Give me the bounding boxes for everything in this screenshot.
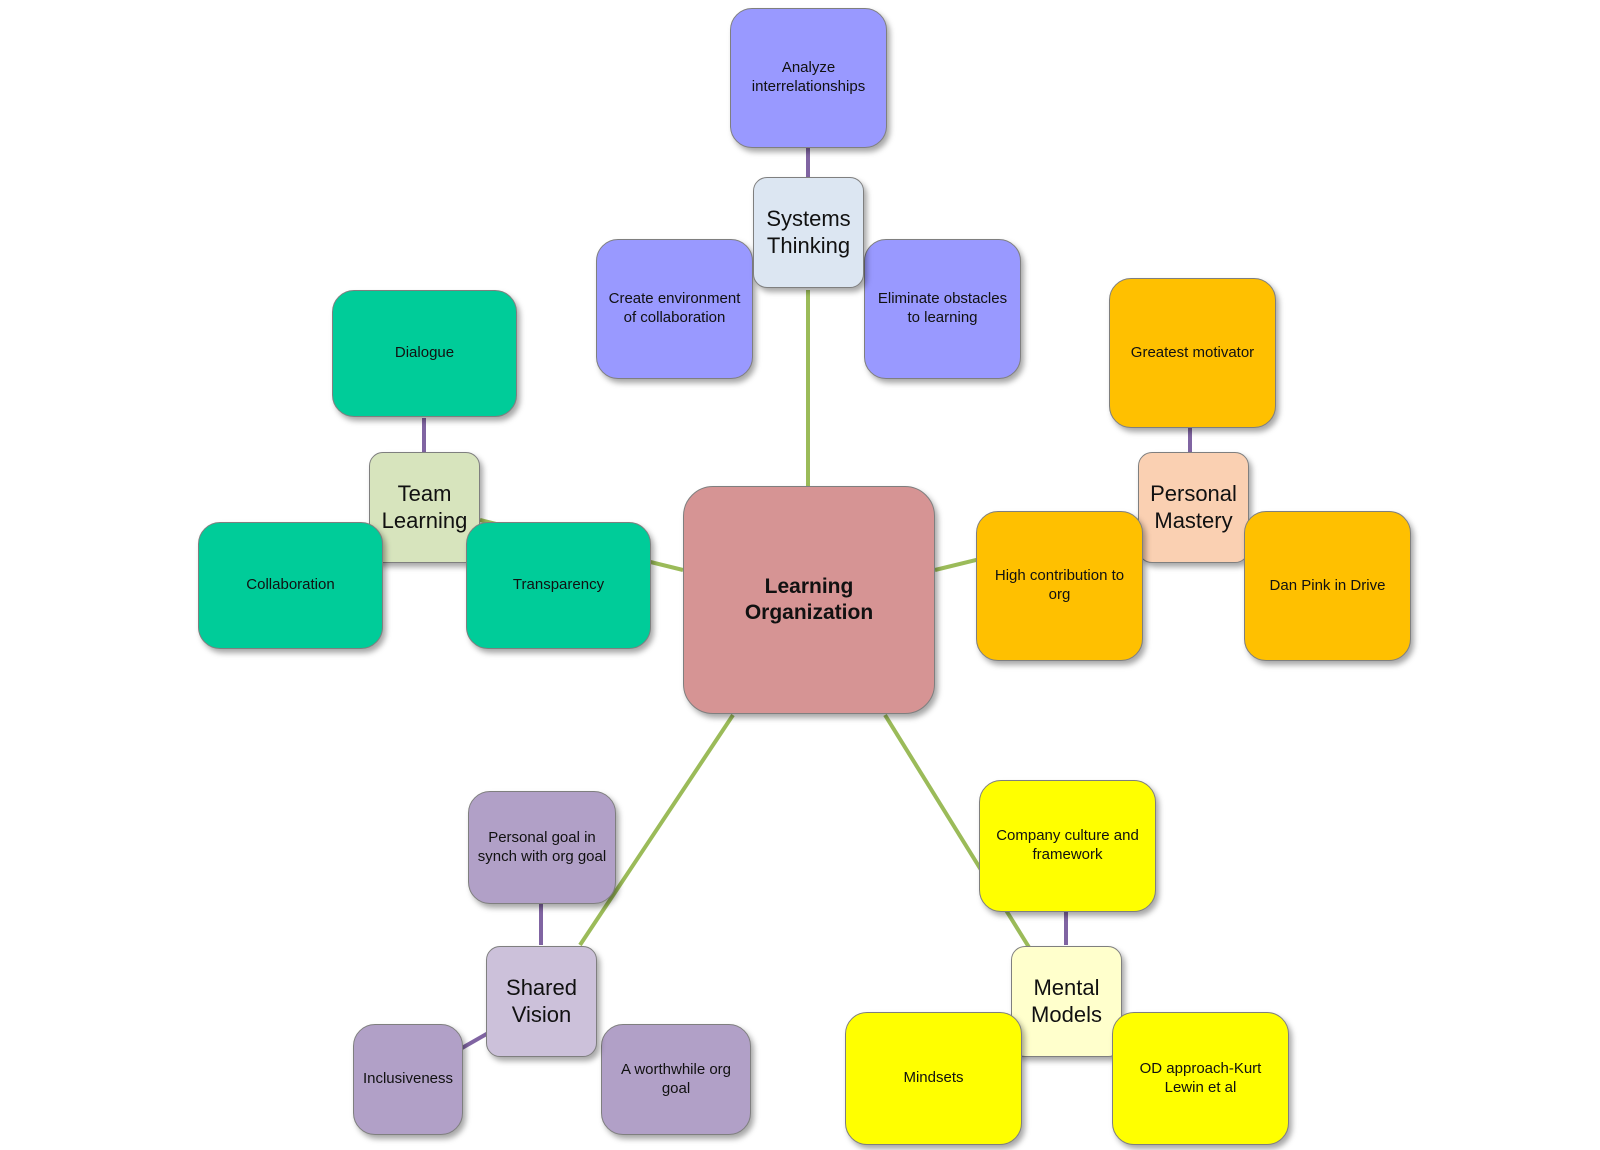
vision-leaf-top-label: Personal goal in synch with org goal bbox=[477, 828, 607, 865]
personal-leaf-left: High contribution to org bbox=[976, 511, 1143, 661]
link-center-mental bbox=[883, 713, 1042, 967]
systems-leaf-right-label: Eliminate obstacles to learning bbox=[877, 290, 1008, 326]
vision-leaf-top: Personal goal in synch with org goal bbox=[468, 791, 616, 904]
vision-leaf-right-label: A worthwhile org goal bbox=[620, 1060, 732, 1097]
mental-leaf-left-label: Mindsets bbox=[903, 1069, 964, 1087]
systems-leaf-left-label: Create environment of collaboration bbox=[608, 290, 741, 326]
mental-leaf-left: Mindsets bbox=[845, 1012, 1022, 1145]
team-leaf-right-label: Transparency bbox=[512, 576, 605, 594]
systems-leaf-right: Eliminate obstacles to learning bbox=[864, 239, 1021, 379]
personal-leaf-right-label: Dan Pink in Drive bbox=[1269, 576, 1386, 594]
vision-hub: Shared Vision bbox=[486, 946, 597, 1057]
link-center-vision bbox=[578, 713, 735, 947]
systems-hub: Systems Thinking bbox=[753, 177, 864, 288]
systems-leaf-left: Create environment of collaboration bbox=[596, 239, 753, 379]
personal-hub: Personal Mastery bbox=[1138, 452, 1249, 563]
team-leaf-left-label: Collaboration bbox=[246, 576, 335, 594]
mental-hub-label: Mental Models bbox=[1031, 975, 1102, 1027]
mental-leaf-right: OD approach-Kurt Lewin et al bbox=[1112, 1012, 1289, 1145]
link-vision-left bbox=[461, 1030, 491, 1050]
center-label: Learning Organization bbox=[744, 574, 874, 624]
personal-leaf-left-label: High contribution to org bbox=[994, 567, 1125, 603]
personal-leaf-top-label: Greatest motivator bbox=[1130, 343, 1255, 361]
vision-leaf-right: A worthwhile org goal bbox=[601, 1024, 751, 1135]
vision-leaf-left-label: Inclusiveness bbox=[362, 1070, 454, 1088]
systems-hub-label: Systems Thinking bbox=[766, 206, 851, 258]
team-leaf-top-label: Dialogue bbox=[394, 344, 455, 362]
team-leaf-left: Collaboration bbox=[198, 522, 383, 649]
personal-leaf-right: Dan Pink in Drive bbox=[1244, 511, 1411, 661]
mental-leaf-top-label: Company culture and framework bbox=[996, 827, 1139, 863]
vision-leaf-left: Inclusiveness bbox=[353, 1024, 463, 1135]
mental-leaf-right-label: OD approach-Kurt Lewin et al bbox=[1139, 1059, 1262, 1096]
systems-leaf-top-label: Analyze interrelationships bbox=[751, 59, 866, 95]
personal-leaf-top: Greatest motivator bbox=[1109, 278, 1276, 428]
center-node: Learning Organization bbox=[683, 486, 935, 714]
team-hub: Team Learning bbox=[369, 452, 480, 563]
mental-leaf-top: Company culture and framework bbox=[979, 780, 1156, 912]
team-leaf-right: Transparency bbox=[466, 522, 651, 649]
personal-hub-label: Personal Mastery bbox=[1150, 481, 1237, 533]
team-leaf-top: Dialogue bbox=[332, 290, 517, 417]
team-hub-label: Team Learning bbox=[381, 481, 468, 533]
mental-hub: Mental Models bbox=[1011, 946, 1122, 1057]
vision-hub-label: Shared Vision bbox=[506, 975, 577, 1027]
systems-leaf-top: Analyze interrelationships bbox=[730, 8, 887, 148]
